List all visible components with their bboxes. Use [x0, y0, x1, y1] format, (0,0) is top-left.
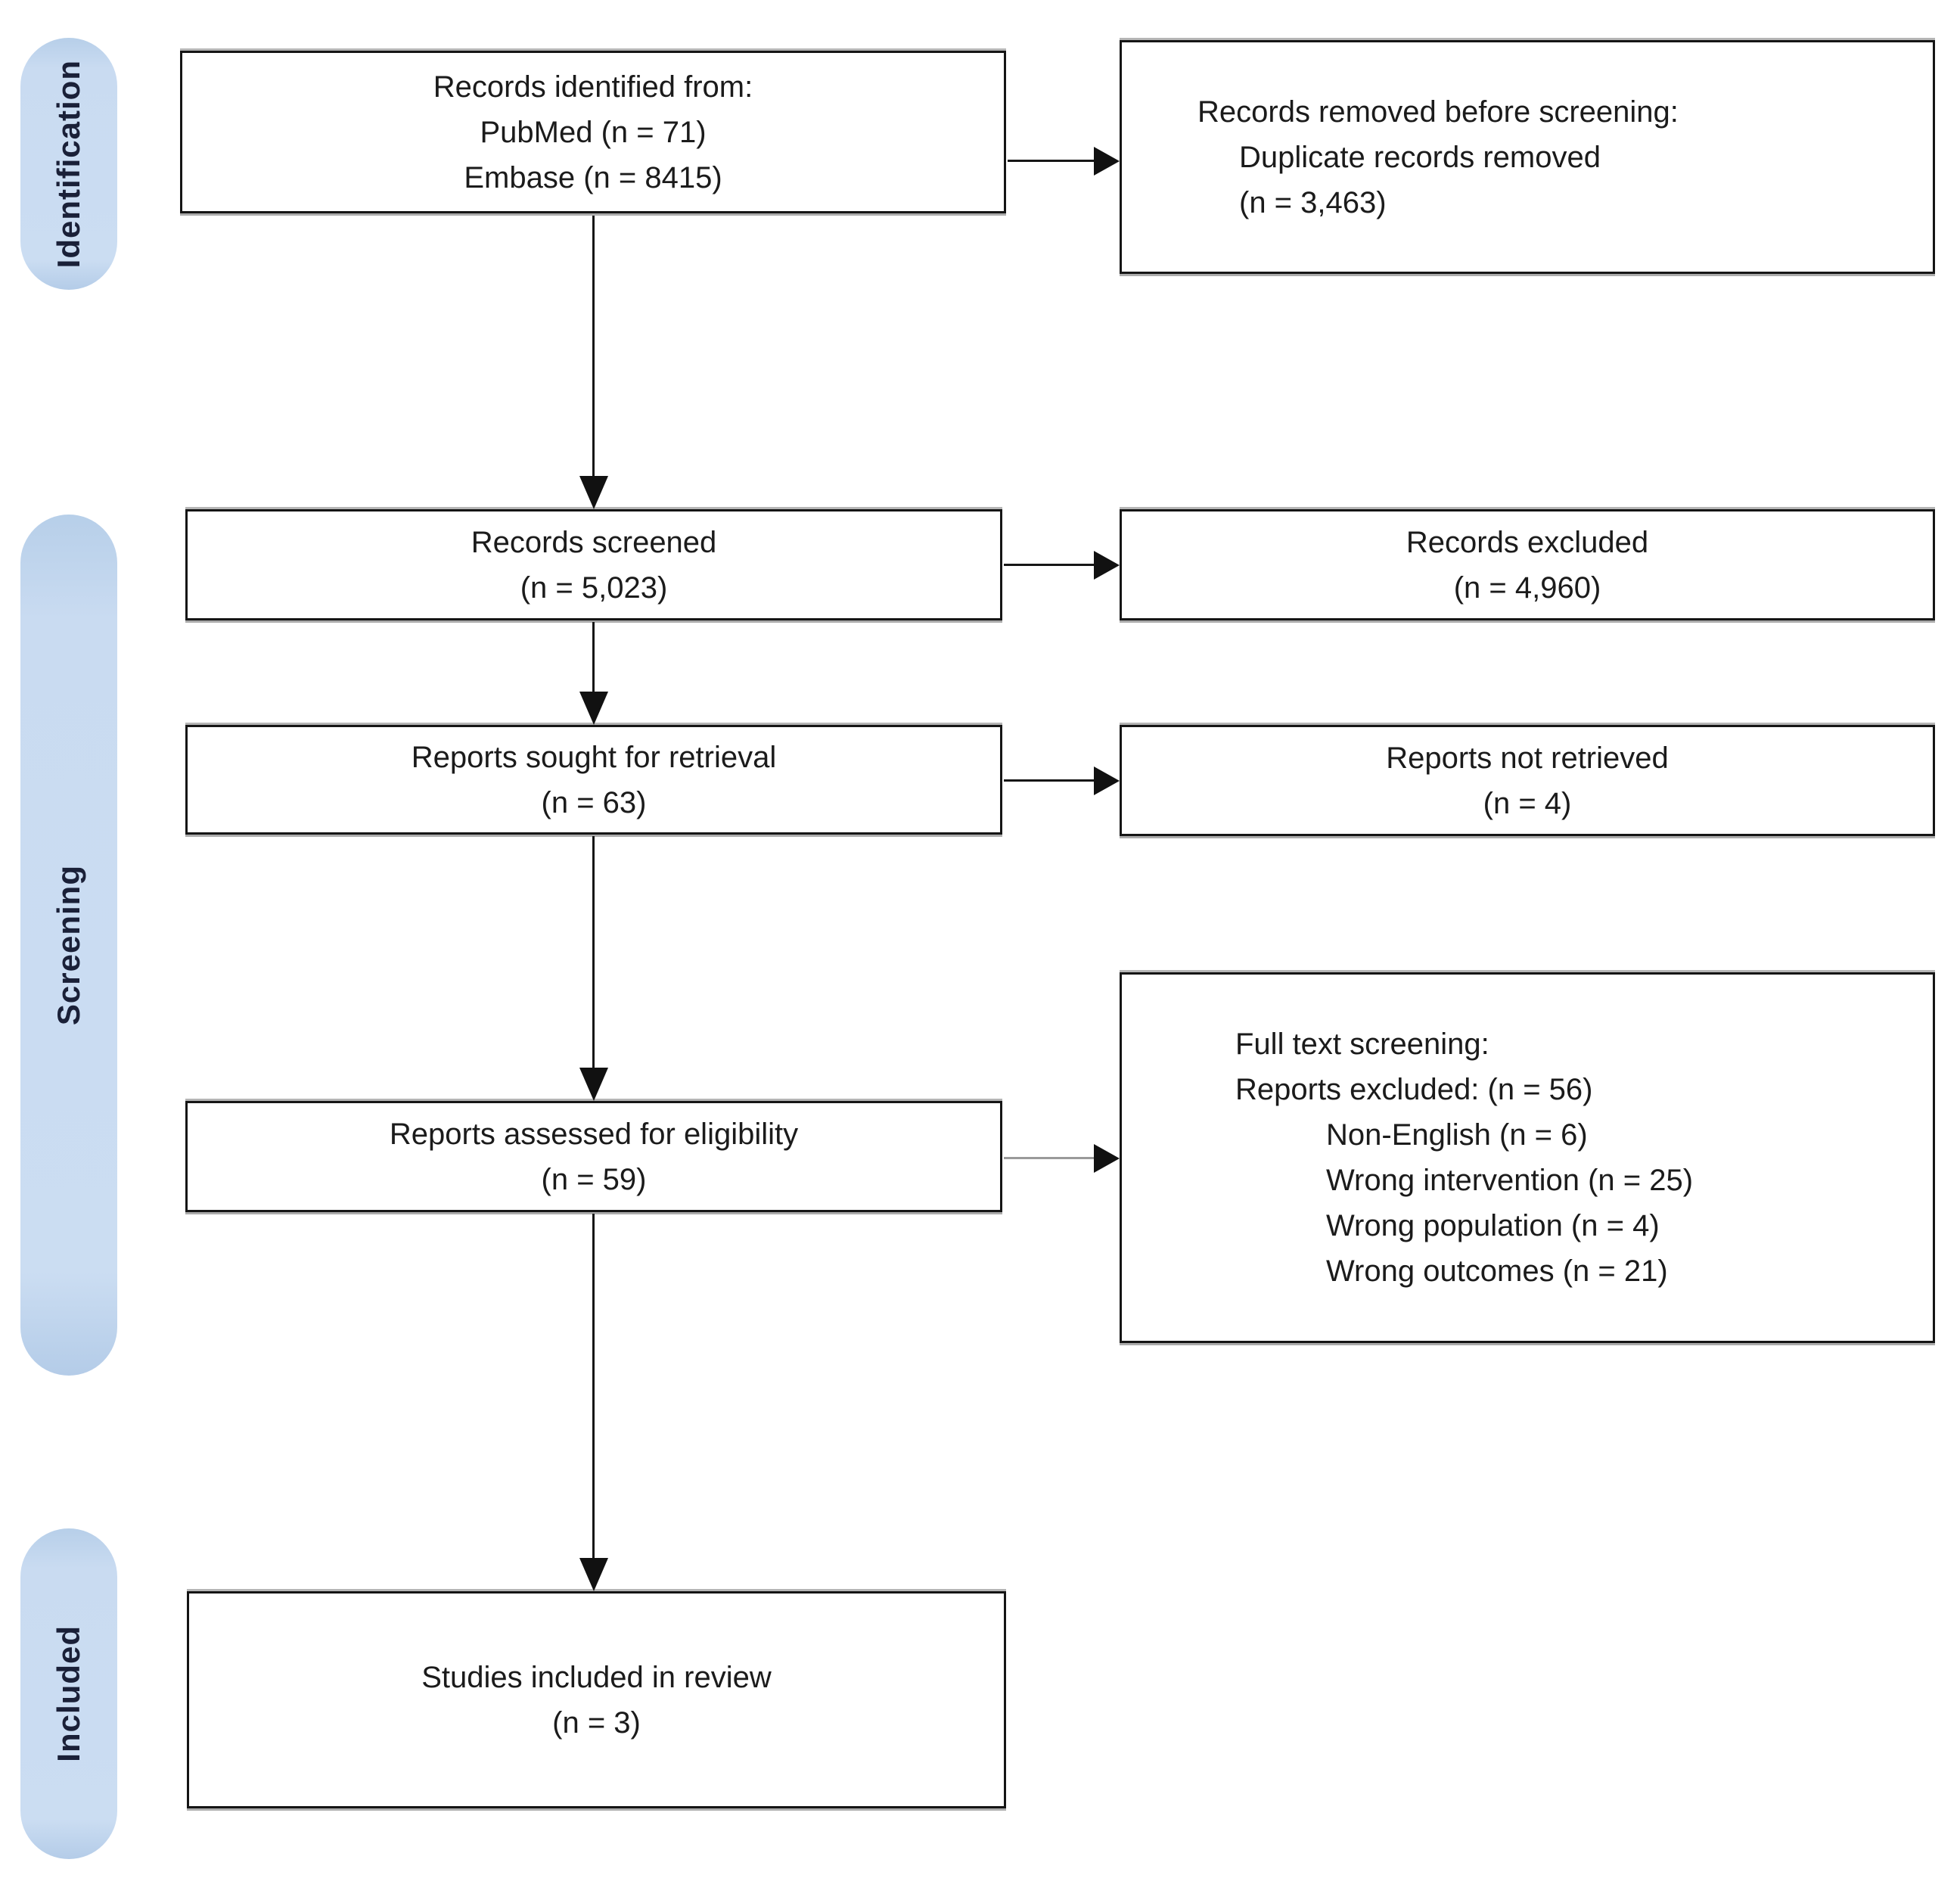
stage-screening-label: Screening	[51, 864, 86, 1026]
records-removed-duplicates: Duplicate records removed	[1239, 140, 1601, 174]
reports-sought-count: (n = 63)	[541, 785, 647, 819]
reports-not-retrieved-count: (n = 4)	[1483, 786, 1572, 820]
studies-included-count: (n = 3)	[552, 1705, 641, 1740]
reports-assessed-count: (n = 59)	[541, 1162, 647, 1196]
arrow-screened-to-excluded-head	[1094, 551, 1120, 580]
fulltext-reason-wrong-intervention: Wrong intervention (n = 25)	[1326, 1164, 1694, 1197]
arrow-assessed-to-included-head	[579, 1558, 608, 1591]
records-identified-embase: Embase (n = 8415)	[464, 160, 722, 194]
box-records-excluded: Records excluded (n = 4,960)	[1120, 509, 1935, 620]
stage-identification-label: Identification	[51, 59, 86, 269]
box-records-identified: Records identified from: PubMed (n = 71)…	[180, 51, 1006, 213]
records-excluded-line: Records excluded	[1406, 525, 1649, 559]
arrow-assessed-to-fulltext-shaft	[1004, 1157, 1095, 1159]
box-fulltext-excluded: Full text screening: Reports excluded: (…	[1120, 972, 1935, 1343]
records-screened-count: (n = 5,023)	[520, 571, 668, 605]
stage-included: Included	[20, 1528, 117, 1859]
box-reports-assessed: Reports assessed for eligibility (n = 59…	[185, 1101, 1002, 1212]
arrow-sought-to-notretrieved-head	[1094, 766, 1120, 795]
box-reports-sought: Reports sought for retrieval (n = 63)	[185, 725, 1002, 835]
arrow-screened-to-excluded-shaft	[1004, 564, 1095, 566]
reports-not-retrieved-line: Reports not retrieved	[1386, 741, 1669, 775]
arrow-screened-to-sought-head	[579, 692, 608, 725]
arrow-assessed-to-fulltext-head	[1094, 1144, 1120, 1173]
records-removed-heading: Records removed before screening:	[1197, 95, 1679, 129]
arrow-sought-to-notretrieved-shaft	[1004, 779, 1095, 782]
arrow-sought-to-assessed-head	[579, 1068, 608, 1101]
arrow-identified-to-screened-shaft	[592, 216, 595, 480]
arrow-screened-to-sought-shaft	[592, 622, 595, 696]
fulltext-reason-wrong-population: Wrong population (n = 4)	[1326, 1209, 1660, 1242]
arrow-sought-to-assessed-shaft	[592, 836, 595, 1071]
stage-included-label: Included	[51, 1625, 86, 1762]
arrow-identified-to-screened-head	[579, 476, 608, 509]
records-identified-line: Records identified from:	[433, 70, 753, 104]
arrow-identified-to-removed-head	[1094, 147, 1120, 176]
fulltext-heading: Full text screening:	[1235, 1028, 1489, 1061]
box-records-removed: Records removed before screening: Duplic…	[1120, 40, 1935, 274]
fulltext-subheading: Reports excluded: (n = 56)	[1235, 1073, 1593, 1106]
reports-assessed-line: Reports assessed for eligibility	[389, 1117, 799, 1151]
reports-sought-line: Reports sought for retrieval	[411, 740, 777, 774]
box-records-screened: Records screened (n = 5,023)	[185, 509, 1002, 620]
fulltext-reason-non-english: Non-English (n = 6)	[1326, 1118, 1588, 1152]
arrow-assessed-to-included-shaft	[592, 1214, 595, 1560]
box-reports-not-retrieved: Reports not retrieved (n = 4)	[1120, 725, 1935, 836]
records-screened-line: Records screened	[471, 525, 717, 559]
records-identified-pubmed: PubMed (n = 71)	[480, 115, 707, 149]
arrow-identified-to-removed-shaft	[1008, 160, 1095, 162]
box-studies-included: Studies included in review (n = 3)	[187, 1591, 1006, 1808]
records-removed-count: (n = 3,463)	[1239, 185, 1387, 219]
fulltext-reason-wrong-outcomes: Wrong outcomes (n = 21)	[1326, 1255, 1668, 1288]
studies-included-line: Studies included in review	[421, 1660, 772, 1694]
stage-identification: Identification	[20, 38, 117, 290]
records-excluded-count: (n = 4,960)	[1453, 571, 1601, 605]
stage-screening: Screening	[20, 515, 117, 1376]
